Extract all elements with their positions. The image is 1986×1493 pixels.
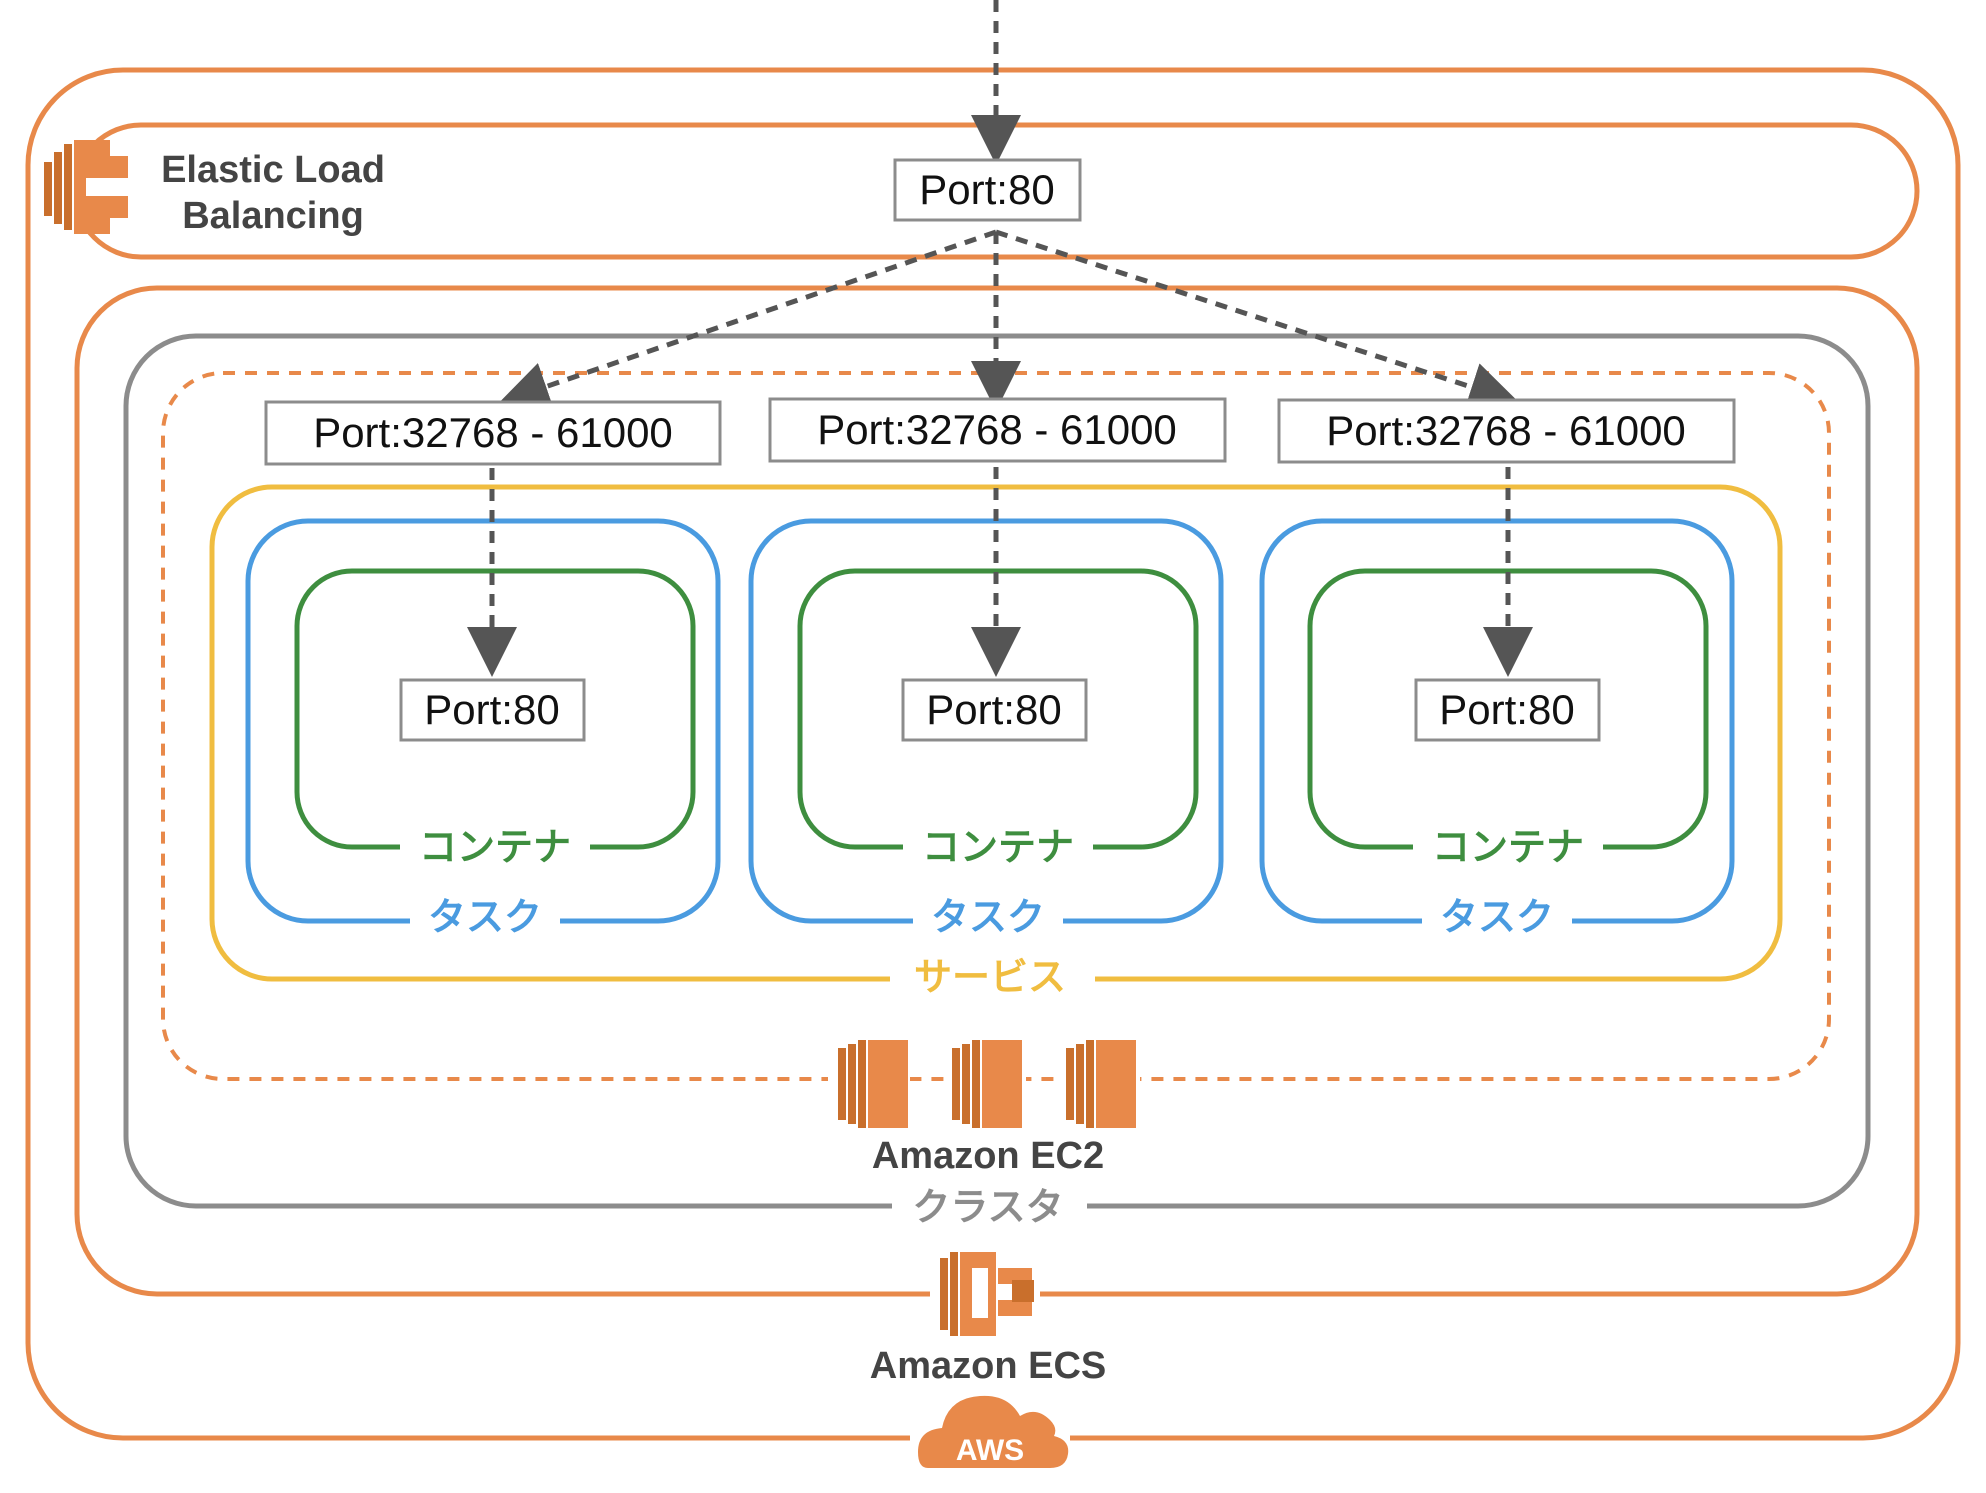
container-port-label: Port:80 xyxy=(926,686,1061,733)
host-port-range-label: Port:32768 - 61000 xyxy=(313,409,673,456)
container-port-label: Port:80 xyxy=(1439,686,1574,733)
elb-to-host-arrow xyxy=(995,229,1520,411)
elb-label-line2: Balancing xyxy=(182,195,364,237)
elb-port-box xyxy=(893,158,1082,222)
ecs-label: Amazon ECS xyxy=(870,1345,1106,1387)
container-port-label: Port:80 xyxy=(424,686,559,733)
container-port-box xyxy=(901,678,1088,742)
host-port-box xyxy=(264,400,722,466)
host-port-range-label: Port:32768 - 61000 xyxy=(1326,407,1686,454)
aws-badge-label: AWS xyxy=(956,1434,1024,1467)
elb-port-label: Port:80 xyxy=(919,166,1054,213)
aws-cloud-icon xyxy=(910,1395,1070,1477)
container-label: コンテナ xyxy=(922,825,1074,869)
elb-to-host-arrow xyxy=(498,229,997,411)
elb-label-line1: Elastic Load xyxy=(161,149,385,191)
container-port-box xyxy=(1414,678,1601,742)
ec2-instance-icon xyxy=(1058,1040,1140,1128)
host-port-range-label: Port:32768 - 61000 xyxy=(817,406,1177,453)
ec2-label: Amazon EC2 xyxy=(872,1135,1104,1177)
container-port-box xyxy=(399,678,586,742)
ec2-instance-icon xyxy=(944,1040,1026,1128)
task-label: タスク xyxy=(931,895,1045,939)
ec2-instance-icon xyxy=(828,1040,910,1128)
cluster-label: クラスタ xyxy=(912,1185,1063,1229)
task-label: タスク xyxy=(428,895,542,939)
ecs-icon xyxy=(930,1250,1040,1336)
host-port-box xyxy=(768,397,1227,463)
elastic-load-balancing-icon xyxy=(40,140,132,234)
task-label: タスク xyxy=(1440,895,1554,939)
container-label: コンテナ xyxy=(419,825,571,869)
host-port-box xyxy=(1277,398,1736,464)
service-label: サービス xyxy=(914,955,1066,999)
container-label: コンテナ xyxy=(1432,825,1584,869)
